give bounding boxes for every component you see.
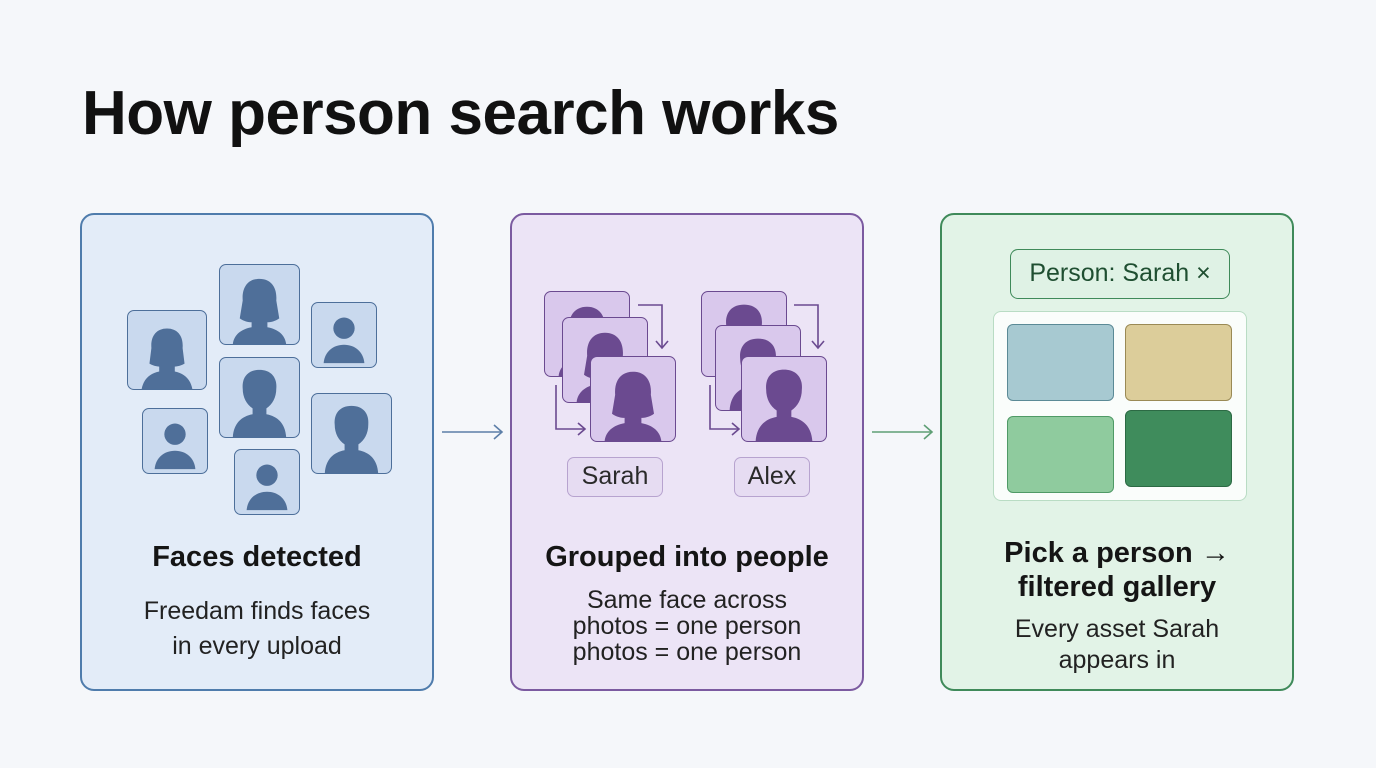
- filtered-gallery: [993, 311, 1247, 501]
- gallery-tile[interactable]: [1007, 416, 1114, 493]
- step-grouped-panel: Sarah Alex Grouped into people Same face…: [510, 213, 864, 691]
- person-icon: [142, 408, 208, 474]
- gallery-tile[interactable]: [1125, 324, 1232, 401]
- step-description-line: appears in: [1058, 646, 1176, 674]
- step-description-line: Every asset Sarah: [1014, 615, 1220, 643]
- step-description-line: photos = one person: [572, 612, 802, 640]
- person-icon: [234, 449, 300, 515]
- step-filtered-gallery-panel: Person: Sarah × Pick a person → filtered…: [940, 213, 1294, 691]
- step-heading: Faces detected: [152, 541, 362, 573]
- person-name-tag: Alex: [734, 457, 810, 497]
- person-filter-chip[interactable]: Person: Sarah ×: [1010, 249, 1230, 299]
- step-heading-line: filtered gallery: [1017, 571, 1217, 603]
- step-description-line: Same face across: [586, 586, 788, 614]
- female-face-icon: [590, 356, 676, 442]
- group-arrow-icon: [555, 385, 587, 436]
- step-description-line: in every upload: [172, 632, 342, 660]
- female-face-icon: [127, 310, 207, 390]
- page-title: How person search works: [82, 79, 839, 148]
- female-face-icon: [219, 264, 300, 345]
- person-name-tag: Sarah: [567, 457, 663, 497]
- step-description-line: photos = one person: [572, 638, 802, 666]
- person-icon: [311, 302, 377, 368]
- step-description-line: Freedam finds faces: [143, 597, 371, 625]
- group-arrow-icon: [709, 385, 741, 436]
- male-face-icon: [219, 357, 300, 438]
- male-face-icon: [741, 356, 827, 442]
- group-arrow-icon: [794, 304, 825, 350]
- gallery-tile[interactable]: [1125, 410, 1232, 487]
- gallery-tile[interactable]: [1007, 324, 1114, 401]
- step-heading: Grouped into people: [545, 541, 829, 573]
- step-heading-line: Pick a person →: [1004, 537, 1230, 569]
- group-arrow-icon: [638, 304, 669, 350]
- step-faces-detected-panel: Faces detected Freedam finds faces in ev…: [80, 213, 434, 691]
- arrow-right-icon: [872, 424, 934, 440]
- male-face-icon: [311, 393, 392, 474]
- arrow-right-icon: [442, 424, 504, 440]
